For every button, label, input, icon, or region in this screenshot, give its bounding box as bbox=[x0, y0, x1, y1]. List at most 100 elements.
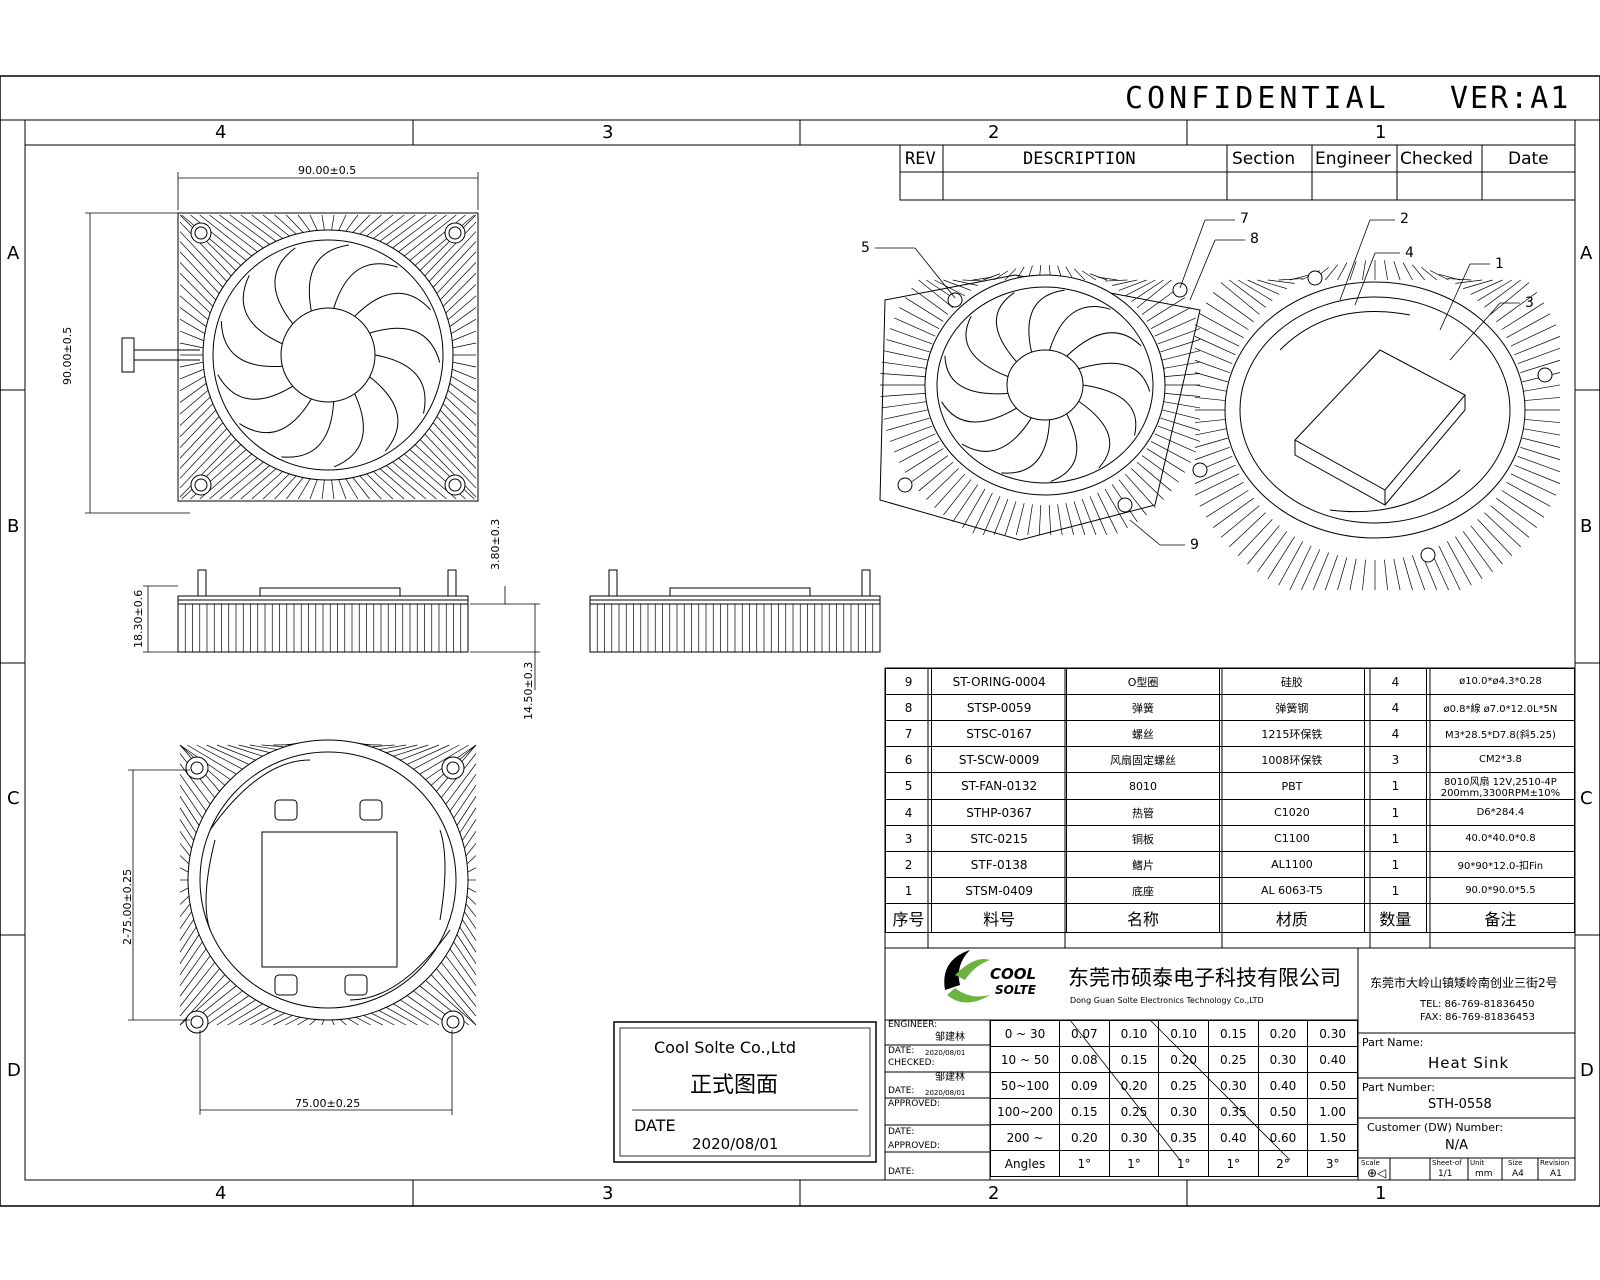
angle-cell: 2° bbox=[1257, 1150, 1309, 1177]
stamp-box bbox=[613, 1021, 877, 1163]
zone-col-1-bottom: 1 bbox=[1375, 1183, 1387, 1204]
balloon-5: 5 bbox=[861, 240, 870, 256]
confidential-label: CONFIDENTIAL bbox=[1125, 81, 1390, 116]
bom-cell-note: CM2*3.8 bbox=[1425, 746, 1576, 773]
bom-cell-note: 90.0*90.0*5.5 bbox=[1425, 877, 1576, 904]
bom-cell-name: 底座 bbox=[1066, 877, 1220, 904]
revision-value: A1 bbox=[1550, 1169, 1562, 1179]
zone-col-1: 1 bbox=[1375, 122, 1387, 143]
bom-cell-no: 9 bbox=[884, 668, 933, 695]
approved2-label: APPROVED: bbox=[888, 1141, 940, 1151]
tolerance-range: 50~100 bbox=[990, 1072, 1060, 1099]
sheet-label: Sheet-of bbox=[1432, 1159, 1462, 1167]
bom-cell-note: ø0.8*線 ø7.0*12.0L*5N bbox=[1425, 694, 1576, 721]
description-header: DESCRIPTION bbox=[1023, 149, 1136, 169]
section-header: Section bbox=[1232, 149, 1296, 169]
dim-side-fin: 14.50±0.3 bbox=[522, 661, 535, 720]
tolerance-cell: 0.20 bbox=[1158, 1046, 1209, 1073]
projection-symbol-icon: ⊕◁ bbox=[1367, 1166, 1387, 1180]
bom-cell-no: 3 bbox=[884, 825, 933, 852]
bom-cell-qty: 4 bbox=[1364, 694, 1427, 721]
zone-col-4: 4 bbox=[215, 122, 227, 143]
zone-row-d: D bbox=[7, 1060, 21, 1081]
tolerance-cell: 0.35 bbox=[1158, 1124, 1209, 1151]
part-number-value: STH-0558 bbox=[1428, 1097, 1492, 1112]
logo-text-bottom: SOLTE bbox=[995, 983, 1036, 997]
bom-cell-part: ST-FAN-0132 bbox=[931, 772, 1068, 800]
bom-cell-material: 弹簧钢 bbox=[1218, 694, 1366, 721]
bom-cell-no: 4 bbox=[884, 799, 933, 826]
tolerance-cell: 0.25 bbox=[1158, 1072, 1209, 1099]
tolerance-cell: 0.09 bbox=[1059, 1072, 1110, 1099]
bom-cell-qty: 1 bbox=[1364, 825, 1427, 852]
bom-header-note: 备注 bbox=[1425, 903, 1576, 933]
balloon-8: 8 bbox=[1250, 231, 1259, 247]
rev-header: REV bbox=[905, 149, 936, 169]
bom-cell-name: 风扇固定螺丝 bbox=[1066, 746, 1220, 773]
date2-value: 2020/08/01 bbox=[925, 1089, 966, 1097]
dim-side-height: 18.30±0.6 bbox=[132, 589, 145, 648]
bom-cell-no: 5 bbox=[884, 772, 933, 800]
tolerance-cell: 0.25 bbox=[1207, 1046, 1259, 1073]
zone-col-2-bottom: 2 bbox=[988, 1183, 1000, 1204]
zone-col-3: 3 bbox=[602, 122, 614, 143]
zone-row-c-right: C bbox=[1580, 788, 1593, 809]
tolerance-cell: 0.15 bbox=[1108, 1046, 1160, 1073]
bom-cell-name: 热管 bbox=[1066, 799, 1220, 826]
bom-cell-part: STSC-0167 bbox=[931, 720, 1068, 747]
bom-header-material: 材质 bbox=[1218, 903, 1366, 933]
isometric-view-bottom bbox=[1192, 260, 1561, 591]
bom-cell-qty: 1 bbox=[1364, 799, 1427, 826]
sheet-value: 1/1 bbox=[1438, 1169, 1453, 1179]
bottom-view bbox=[179, 739, 477, 1034]
bom-cell-name: O型圈 bbox=[1066, 668, 1220, 695]
bom-cell-no: 1 bbox=[884, 877, 933, 904]
dim-top-height: 90.00±0.5 bbox=[61, 326, 74, 385]
tolerance-cell: 0.40 bbox=[1207, 1124, 1259, 1151]
tolerance-cell: 0.35 bbox=[1207, 1098, 1259, 1125]
part-name-value: Heat Sink bbox=[1428, 1054, 1510, 1072]
bom-cell-no: 8 bbox=[884, 694, 933, 721]
tolerance-cell: 0.10 bbox=[1158, 1020, 1209, 1047]
tolerance-cell: 0.30 bbox=[1207, 1072, 1259, 1099]
zone-row-c: C bbox=[7, 788, 20, 809]
isometric-view-top bbox=[879, 265, 1201, 541]
bom-cell-qty: 3 bbox=[1364, 746, 1427, 773]
tolerance-cell: 0.30 bbox=[1307, 1020, 1358, 1047]
tolerance-cell: 0.20 bbox=[1108, 1072, 1160, 1099]
bom-cell-no: 6 bbox=[884, 746, 933, 773]
bom-header-name: 名称 bbox=[1066, 903, 1220, 933]
tolerance-cell: 0.25 bbox=[1108, 1098, 1160, 1125]
bom-cell-part: STSM-0409 bbox=[931, 877, 1068, 904]
revision-label: Revision bbox=[1540, 1159, 1570, 1167]
bom-cell-part: ST-SCW-0009 bbox=[931, 746, 1068, 773]
balloon-1: 1 bbox=[1495, 256, 1504, 272]
size-value: A4 bbox=[1512, 1169, 1524, 1179]
tolerance-cell: 0.15 bbox=[1207, 1020, 1259, 1047]
tolerance-range: 0 ~ 30 bbox=[990, 1020, 1060, 1047]
unit-value: mm bbox=[1475, 1169, 1493, 1179]
bom-cell-qty: 1 bbox=[1364, 877, 1427, 904]
bom-cell-note: 40.0*40.0*0.8 bbox=[1425, 825, 1576, 852]
tolerance-cell: 0.50 bbox=[1257, 1098, 1309, 1125]
date4-label: DATE: bbox=[888, 1167, 915, 1177]
tolerance-cell: 0.30 bbox=[1108, 1124, 1160, 1151]
zone-col-2: 2 bbox=[988, 122, 1000, 143]
company-address: 东莞市大岭山镇矮岭南创业三街2号 bbox=[1370, 976, 1558, 990]
bom-cell-part: ST-ORING-0004 bbox=[931, 668, 1068, 695]
date-header: Date bbox=[1508, 149, 1549, 169]
tolerance-range: 200 ~ bbox=[990, 1124, 1060, 1151]
bom-cell-material: AL 6063-T5 bbox=[1218, 877, 1366, 904]
stamp-company: Cool Solte Co.,Ltd bbox=[654, 1038, 797, 1057]
zone-col-4-bottom: 4 bbox=[215, 1183, 227, 1204]
tolerance-cell: 1.00 bbox=[1307, 1098, 1358, 1125]
bom-cell-qty: 1 bbox=[1364, 772, 1427, 800]
dim-top-width: 90.00±0.5 bbox=[298, 164, 357, 177]
